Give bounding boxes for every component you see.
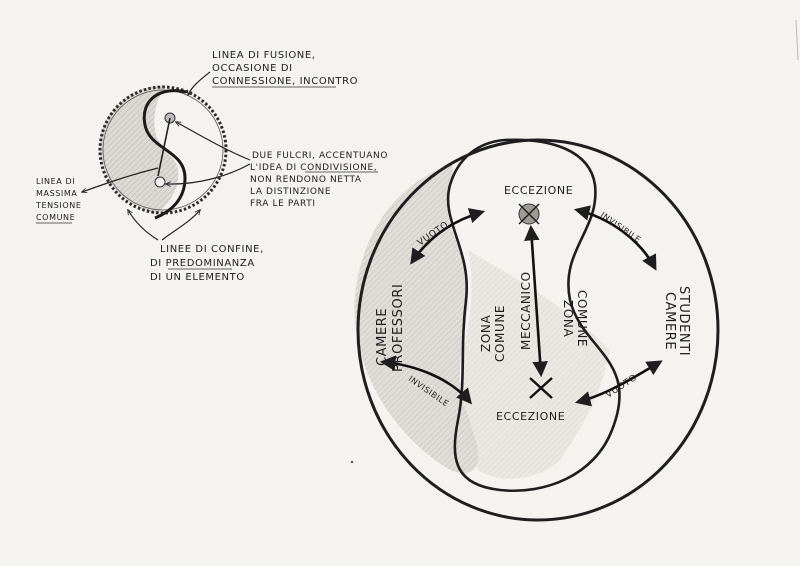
label-camere-studenti: CAMERE STUDENTI [662,286,691,356]
note-fusion: LINEA DI FUSIONE, OCCASIONE DI CONNESSIO… [212,50,358,88]
large-diagram: ECCEZIONE ECCEZIONE VUOTO INVISIBILE INV… [354,138,720,522]
label-meccanico: MECCANICO [519,271,533,350]
arrow-confine-2 [161,210,200,241]
svg-text:LINEA DI FUSIONE,: LINEA DI FUSIONE, [212,50,316,61]
arrow-fulcri-1 [176,122,251,161]
svg-text:TENSIONE: TENSIONE [35,201,82,210]
svg-text:ZONA: ZONA [479,315,493,352]
label-vuoto-bottom: VUOTO [604,373,639,401]
label-top-exception: ECCEZIONE [504,184,573,197]
note-fulcri: DUE FULCRI, ACCENTUANO L'IDEA DI CONDIVI… [250,151,388,209]
note-tension: LINEA DI MASSIMA TENSIONE COMUNE [35,177,82,224]
svg-text:DI PREDOMINANZA: DI PREDOMINANZA [150,258,255,269]
svg-text:MASSIMA: MASSIMA [36,189,77,198]
svg-text:LINEA DI: LINEA DI [36,177,75,186]
arrow-invisibile-bottom [379,355,472,405]
svg-text:COMUNE: COMUNE [493,305,507,362]
svg-text:DUE FULCRI, ACCENTUANO: DUE FULCRI, ACCENTUANO [252,151,388,161]
svg-text:COMUNE: COMUNE [575,290,589,347]
svg-text:LA DISTINZIONE: LA DISTINZIONE [250,187,331,197]
label-zona-comune-right: ZONA COMUNE [561,290,589,347]
arrow-tension [82,167,159,192]
svg-text:LINEE DI CONFINE,: LINEE DI CONFINE, [160,244,264,255]
pencil-dot [350,460,354,464]
label-bottom-exception: ECCEZIONE [496,410,565,423]
small-mechanism-line [157,117,171,177]
svg-text:FRA LE PARTI: FRA LE PARTI [250,199,316,209]
svg-text:STUDENTI: STUDENTI [676,286,691,356]
arrow-fulcri-2 [166,163,251,184]
note-confine: LINEE DI CONFINE, DI PREDOMINANZA DI UN … [150,244,264,283]
small-diagram: LINEA DI FUSIONE, OCCASIONE DI CONNESSIO… [35,50,388,283]
svg-text:L'IDEA DI CONDIVISIONE,: L'IDEA DI CONDIVISIONE, [250,163,377,173]
svg-text:NON RENDONO NETTA: NON RENDONO NETTA [250,175,362,185]
large-shaded-region [354,165,479,474]
arrow-invisibile-top [573,205,657,271]
svg-text:COMUNE: COMUNE [36,213,75,222]
svg-text:CAMERE: CAMERE [375,308,390,366]
label-invisibile-top: INVISIBILE [599,210,643,244]
small-fulcrum-bottom [154,176,166,188]
arrow-vuoto-bottom [574,360,663,407]
mechanism-axis [524,224,548,378]
svg-text:OCCASIONE DI: OCCASIONE DI [212,63,293,74]
svg-text:CAMERE: CAMERE [662,292,677,350]
arrow-fusion [188,71,211,95]
arrow-confine-1 [128,210,159,241]
svg-text:PROFESSORI: PROFESSORI [391,284,406,372]
label-camere-professori: CAMERE PROFESSORI [375,284,406,372]
svg-text:DI UN ELEMENTO: DI UN ELEMENTO [150,272,245,283]
label-zona-comune-left: ZONA COMUNE [479,305,507,362]
arrow-vuoto-top [410,208,485,265]
svg-text:ZONA: ZONA [561,300,575,337]
svg-text:CONNESSIONE, INCONTRO: CONNESSIONE, INCONTRO [212,76,358,87]
pencil-tick [795,19,799,61]
